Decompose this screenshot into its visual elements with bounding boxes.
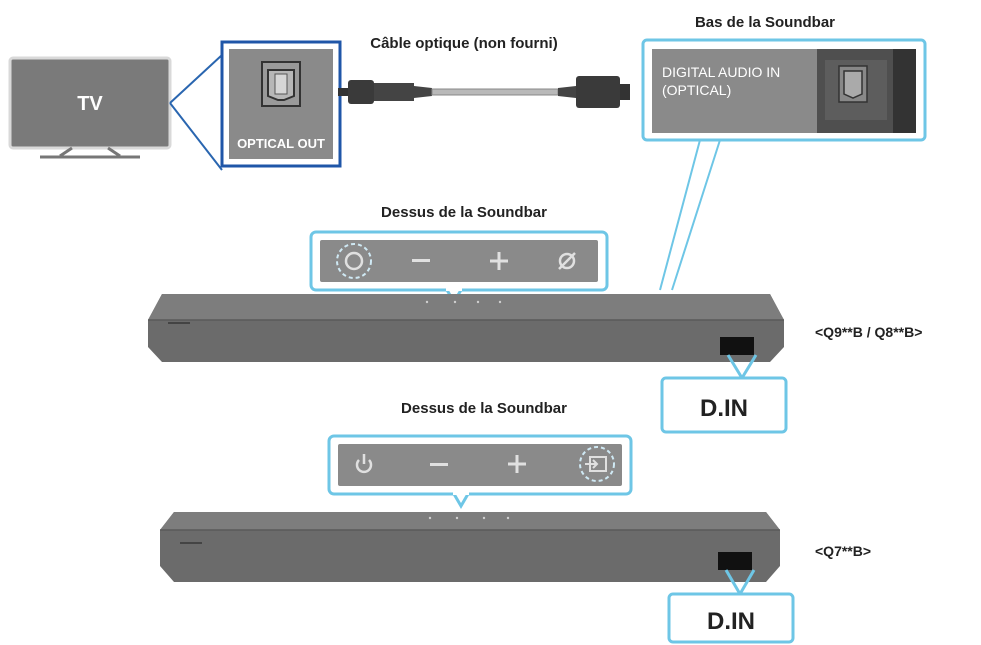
soundbar-top-title: Dessus de la Soundbar (381, 204, 547, 221)
volume-up-icon[interactable] (508, 455, 526, 473)
volume-down-icon[interactable] (430, 463, 448, 466)
soundbar-bottom-callout: Bas de la Soundbar DIGITAL AUDIO IN (OPT… (641, 14, 927, 142)
highlight-circle (336, 243, 372, 279)
power-icon[interactable] (355, 454, 373, 474)
tv-optical-out-port: OPTICAL OUT (220, 40, 342, 168)
highlight-circle (579, 446, 615, 482)
display-text-top: D.IN (700, 395, 748, 422)
display-text-bottom: D.IN (707, 608, 755, 635)
mic-off-icon[interactable] (558, 252, 576, 270)
soundbar-bottom-panel-title: Dessus de la Soundbar (401, 400, 567, 417)
tv-label: TV (77, 93, 103, 115)
multi-function-icon[interactable] (344, 251, 364, 271)
soundbar-bottom: <Q7**B> (160, 512, 871, 582)
display-callout-top: D.IN (660, 354, 788, 434)
source-input-icon[interactable] (585, 456, 607, 472)
tv: TV (8, 56, 172, 159)
volume-up-icon[interactable] (490, 252, 508, 270)
display-window (718, 552, 752, 570)
optical-jack-icon (838, 65, 868, 103)
soundbar-bottom-title: Bas de la Soundbar (695, 14, 835, 31)
volume-down-icon[interactable] (412, 259, 430, 262)
optical-jack-icon (261, 61, 301, 107)
soundbar-top-button-panel (309, 230, 609, 305)
optical-label: (OPTICAL) (662, 82, 731, 98)
digital-audio-in-label: DIGITAL AUDIO IN (662, 64, 780, 80)
model-label-bottom: <Q7**B> (815, 543, 871, 559)
cable-label: Câble optique (non fourni) (370, 35, 557, 52)
display-callout-bottom: D.IN (667, 569, 795, 644)
soundbar-bottom-button-panel (327, 434, 633, 509)
soundbar-top: <Q9**B / Q8**B> (148, 294, 922, 362)
model-label-top: <Q9**B / Q8**B> (815, 324, 922, 340)
optical-cable: Câble optique (non fourni) (338, 35, 630, 108)
optical-out-label: OPTICAL OUT (237, 136, 325, 151)
display-window (720, 337, 754, 355)
